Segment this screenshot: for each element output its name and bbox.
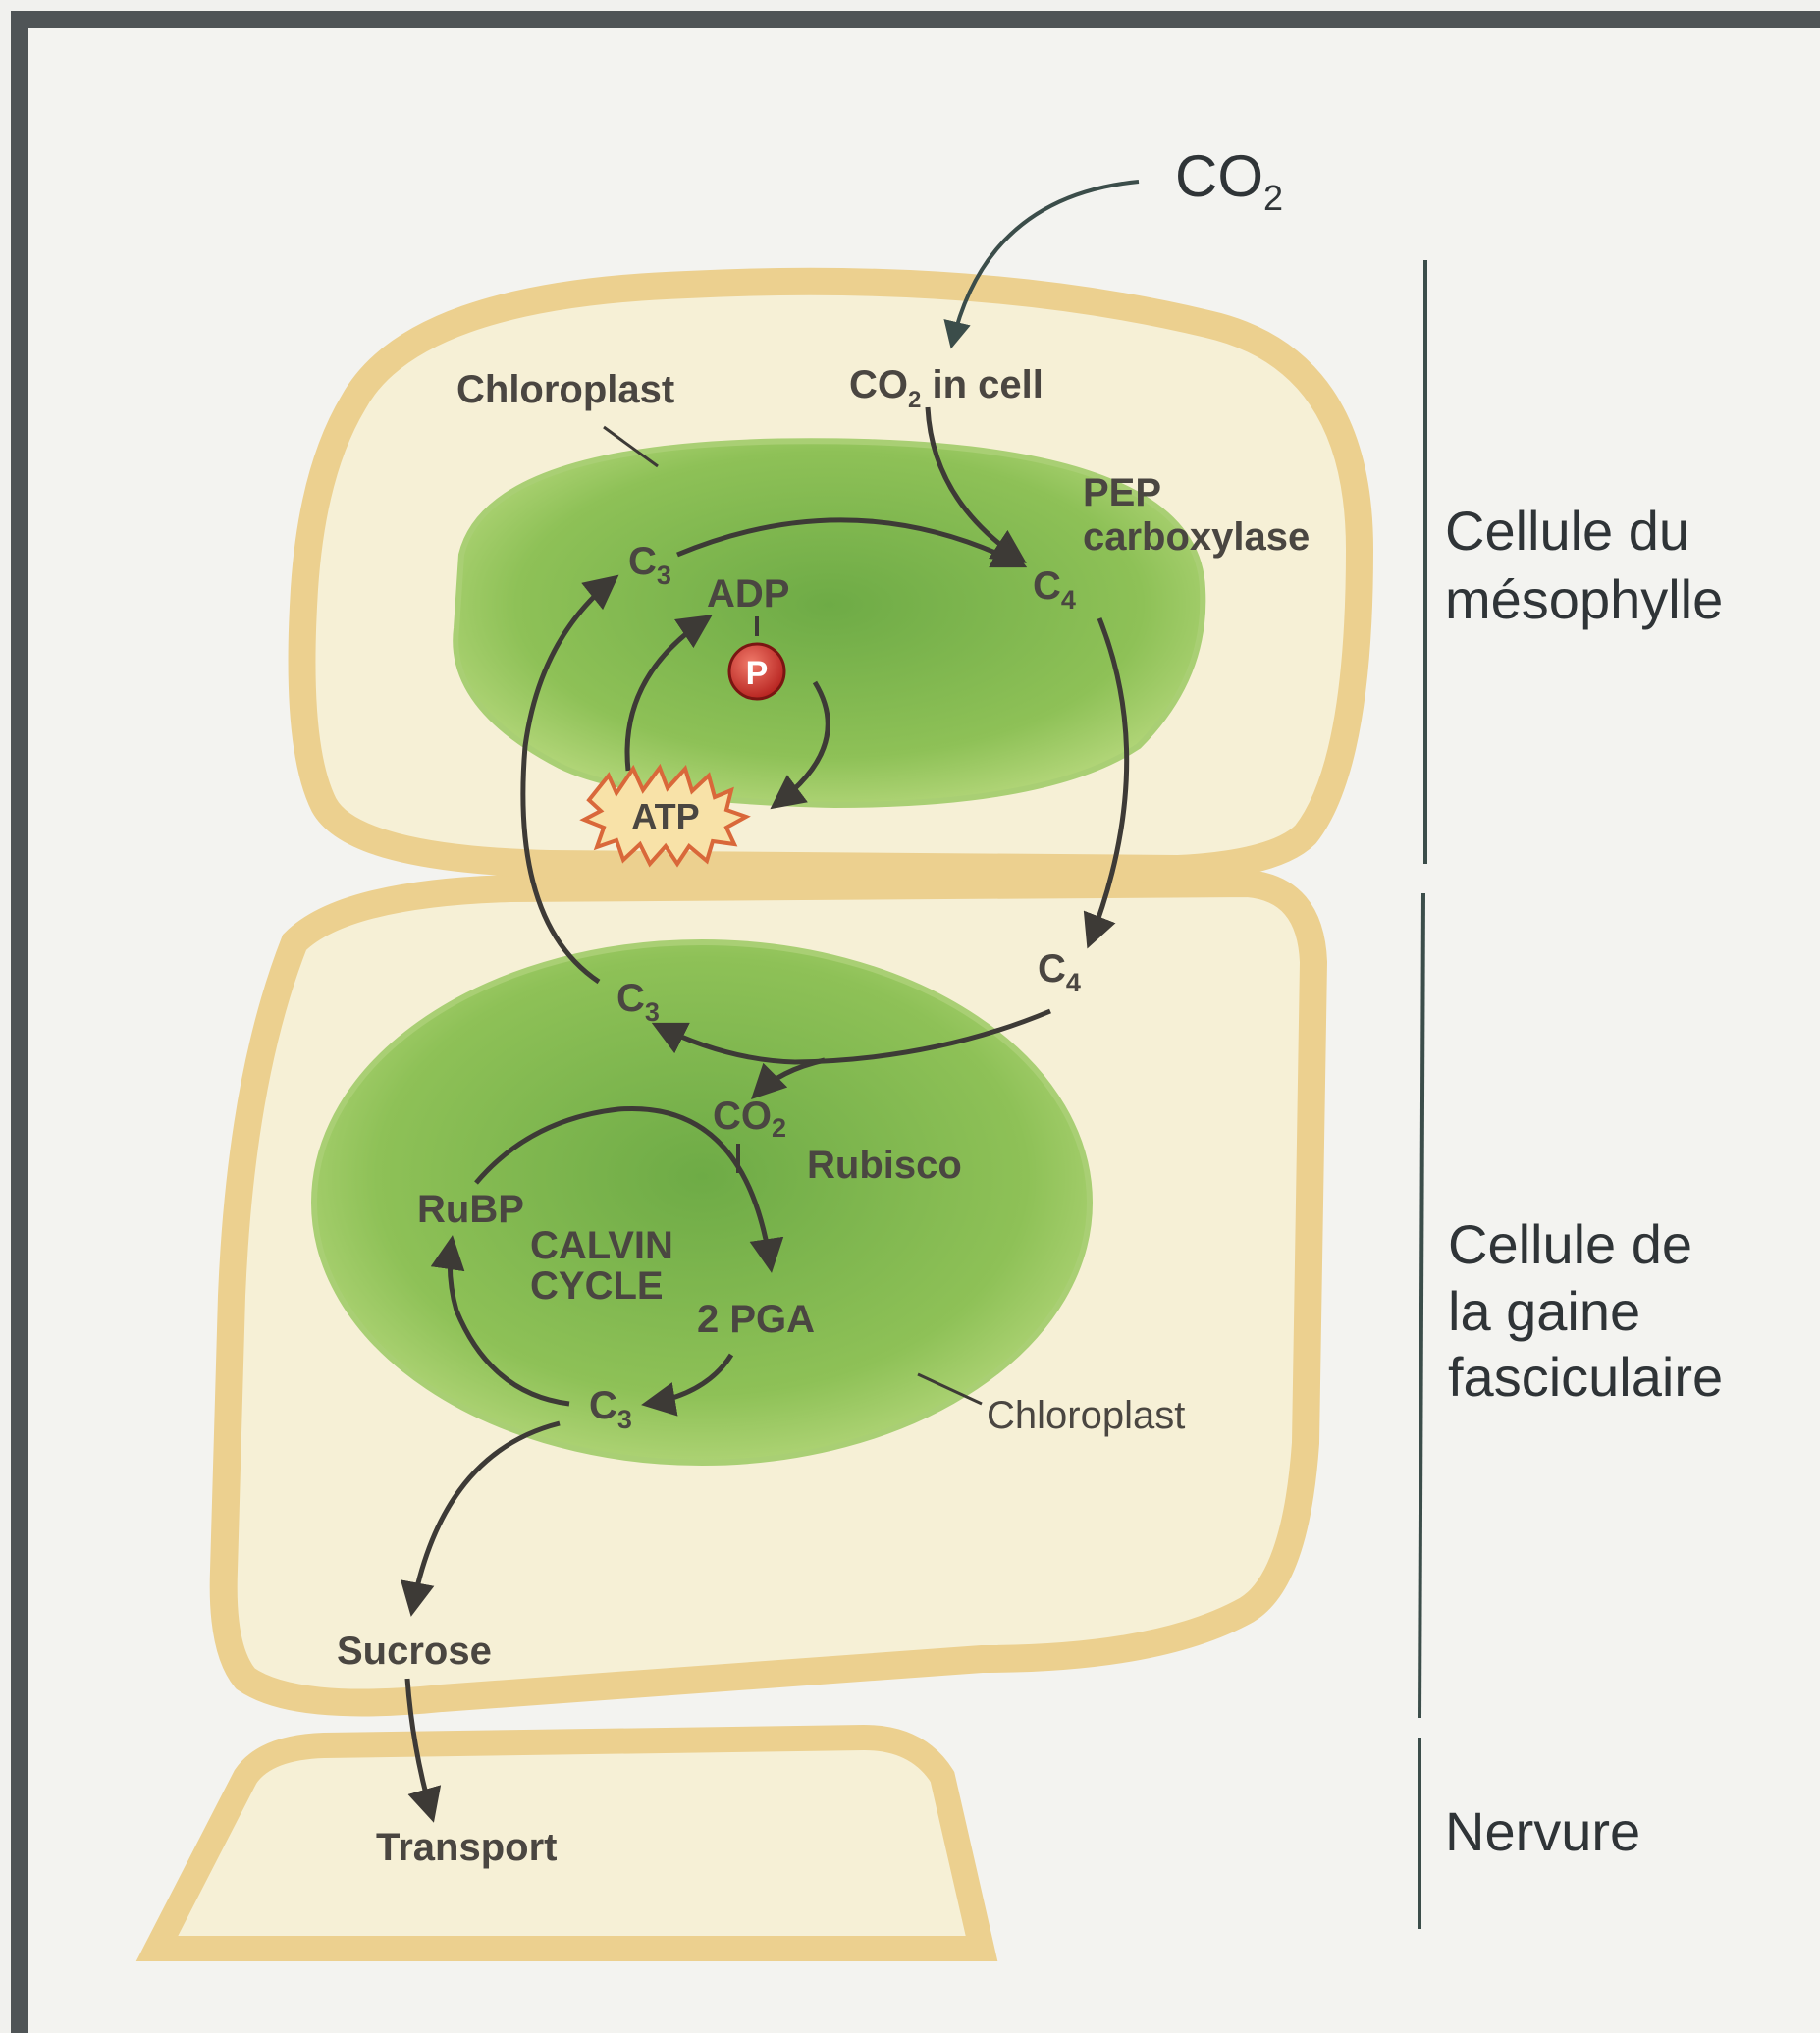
pep-carboxylase-label-2: carboxylase [1083, 515, 1310, 559]
vein-cell [157, 1738, 982, 1949]
vein-side-label: Nervure [1445, 1800, 1640, 1862]
bundle-side-label-2: la gaine [1448, 1280, 1640, 1342]
mesophyll-side-label: Cellule du [1445, 500, 1689, 562]
rubisco-label: Rubisco [807, 1144, 962, 1187]
adp-label: ADP [707, 572, 789, 615]
pep-carboxylase-label: PEP [1083, 471, 1161, 514]
mesophyll-chloroplast-label: Chloroplast [456, 368, 674, 411]
bundle-side-label-3: fasciculaire [1448, 1346, 1723, 1408]
co2-in-cell-label: CO2 in cell [849, 363, 1044, 413]
atp-label: ATP [631, 796, 699, 836]
pga-label: 2 PGA [697, 1298, 815, 1341]
rubp-label: RuBP [417, 1188, 524, 1231]
calvin-cycle-label-2: CYCLE [530, 1264, 664, 1308]
sucrose-label: Sucrose [337, 1630, 492, 1673]
bundle-chloroplast-label: Chloroplast [987, 1394, 1185, 1437]
calvin-cycle-label: CALVIN [530, 1224, 673, 1267]
bundle-side-label: Cellule de [1448, 1213, 1692, 1275]
phosphate-label: P [746, 655, 769, 692]
mesophyll-side-label-2: mésophylle [1445, 568, 1723, 630]
transport-label: Transport [376, 1826, 557, 1869]
